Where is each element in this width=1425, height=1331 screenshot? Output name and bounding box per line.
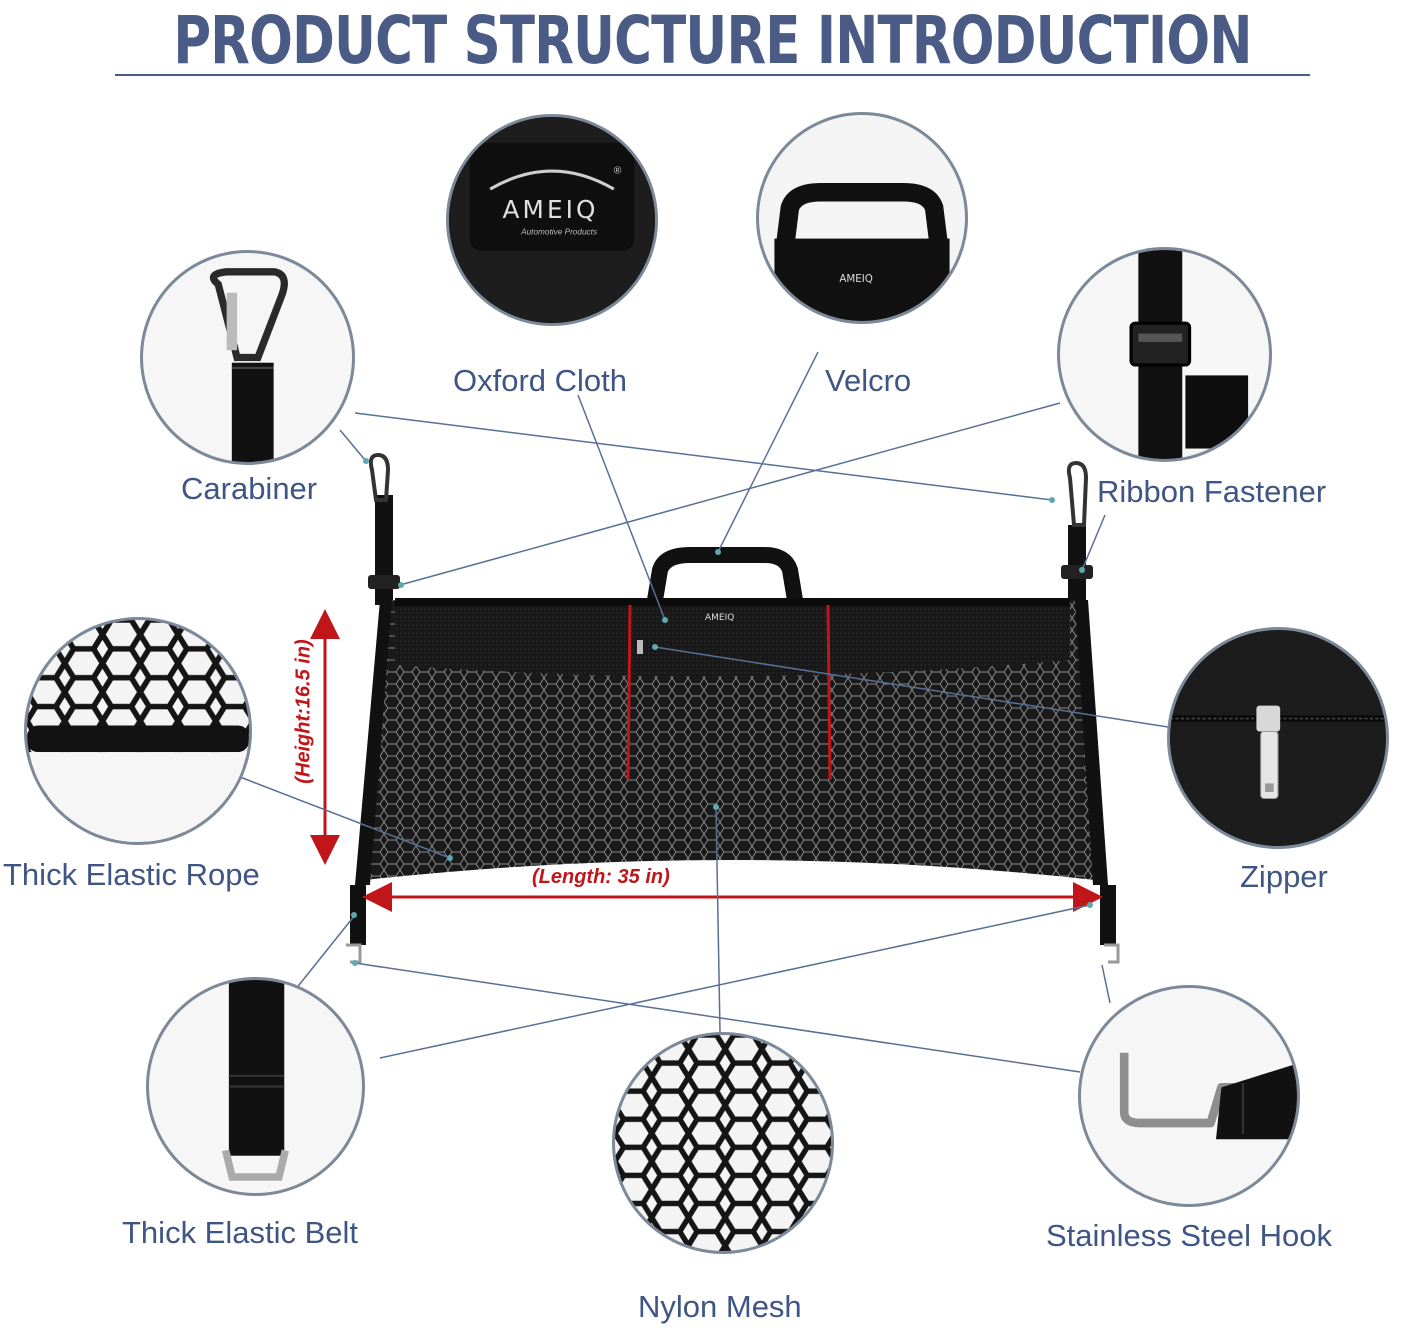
length-dimension-label: (Length: 35 in) (532, 866, 670, 888)
zipper-icon (1167, 627, 1389, 849)
right-strap (1061, 525, 1093, 605)
title-underline (115, 74, 1310, 76)
svg-text:Automotive Products: Automotive Products (520, 227, 597, 236)
left-strap (368, 495, 400, 605)
steel-hook-icon (1078, 985, 1300, 1207)
left-carabiner (368, 452, 391, 502)
svg-text:AMEIQ: AMEIQ (705, 613, 734, 623)
oxford-cloth-icon: AMEIQ Automotive Products ® (446, 114, 658, 326)
label-thick-elastic-belt: Thick Elastic Belt (122, 1215, 359, 1250)
oxford-pocket (395, 600, 1070, 677)
right-carabiner (1066, 460, 1089, 527)
label-oxford-cloth: Oxford Cloth (453, 363, 628, 398)
carabiner-icon (140, 250, 355, 465)
label-zipper: Zipper (1240, 859, 1328, 894)
nylon-mesh-icon (612, 1032, 834, 1254)
page-title: PRODUCT STRUCTURE INTRODUCTION (173, 2, 1252, 79)
ribbon-fastener-icon (1057, 247, 1272, 462)
label-ribbon-fastener: Ribbon Fastener (1097, 474, 1327, 509)
height-dimension-label: (Height:16.5 in) (292, 639, 315, 784)
label-velcro: Velcro (825, 363, 912, 398)
elastic-rope-icon (24, 617, 252, 845)
svg-text:®: ® (614, 166, 622, 177)
svg-text:AMEIQ: AMEIQ (503, 195, 599, 224)
label-carabiner: Carabiner (181, 471, 318, 506)
svg-text:AMEIQ: AMEIQ (839, 273, 873, 285)
leader-dots (351, 458, 1093, 966)
label-thick-elastic-rope: Thick Elastic Rope (3, 857, 260, 892)
leader-lines (239, 351, 1169, 1073)
velcro-icon: AMEIQ (756, 112, 968, 324)
product-handle (647, 547, 803, 602)
label-stainless-steel-hook: Stainless Steel Hook (1046, 1218, 1333, 1253)
elastic-belt-icon (146, 977, 365, 1196)
label-nylon-mesh: Nylon Mesh (638, 1289, 802, 1324)
